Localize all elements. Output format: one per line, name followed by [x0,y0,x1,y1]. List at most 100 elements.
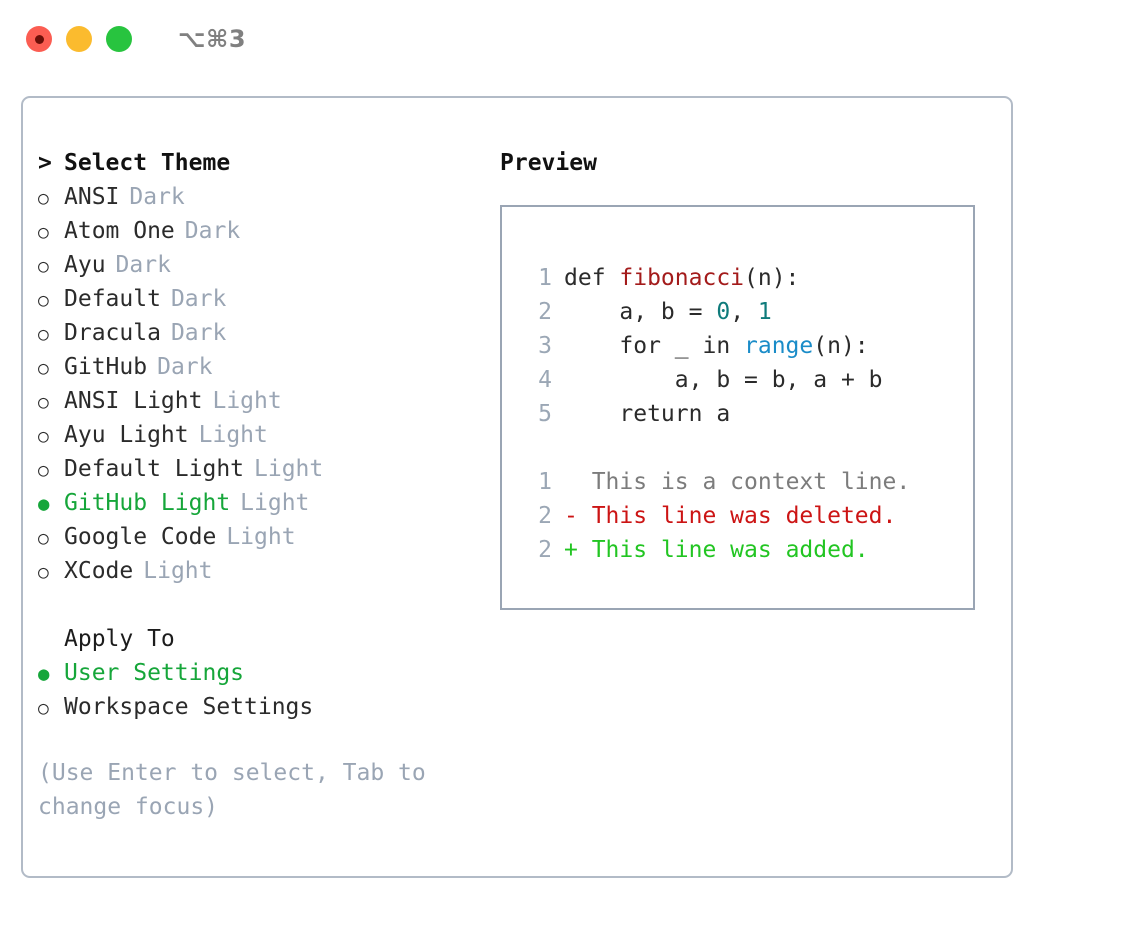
diff-text: This line was added. [577,537,869,563]
minimize-button[interactable] [66,26,92,52]
theme-category: Light [198,422,268,448]
radio-unselected-icon[interactable] [38,248,64,284]
theme-name: ANSI Light [64,388,203,414]
theme-name: Dracula [64,320,161,346]
radio-unselected-icon[interactable] [38,214,64,250]
theme-list-item[interactable]: ANSI Light Light [38,384,478,418]
code-token: fibonacci [619,265,745,291]
diff-line: 2- This line was deleted. [502,499,973,533]
theme-name: Default Light [64,456,245,482]
theme-name: Ayu [64,252,106,278]
code-line-text: a, b = b, a + b [564,363,883,397]
diff-sign: + [564,537,578,563]
radio-unselected-icon[interactable] [38,520,64,556]
apply-to-option[interactable]: User Settings [38,656,478,690]
theme-list-item[interactable]: Google Code Light [38,520,478,554]
select-theme-heading: Select Theme [38,146,478,180]
theme-list-item[interactable]: XCode Light [38,554,478,588]
window-controls [26,26,132,52]
theme-category: Light [143,558,213,584]
line-number: 1 [538,469,552,495]
theme-category: Light [212,388,282,414]
line-number: 1 [538,265,552,291]
line-number: 2 [538,299,552,325]
diff-line: 2 + This line was added. [502,533,973,567]
apply-to-option[interactable]: Workspace Settings [38,690,478,724]
theme-list-item[interactable]: Dracula Dark [38,316,478,350]
theme-name: ANSI [64,184,120,210]
theme-name: XCode [64,558,134,584]
theme-name: Atom One [64,218,175,244]
dialog-frame: Select Theme ANSIDarkAtom OneDarkAyuDark… [21,96,1013,878]
theme-list-item[interactable]: Ayu Dark [38,248,478,282]
theme-category: Light [254,456,324,482]
theme-list: ANSIDarkAtom OneDarkAyuDarkDefaultDarkDr… [38,180,478,588]
radio-selected-icon[interactable] [38,486,64,521]
radio-unselected-icon[interactable] [38,554,64,590]
theme-list-item[interactable]: Default Light Light [38,452,478,486]
code-line-text: return a [564,397,730,431]
theme-category: Light [240,490,310,516]
close-button[interactable] [26,26,52,52]
diff-text: This line was deleted. [577,503,897,529]
theme-selector-panel: Select Theme ANSIDarkAtom OneDarkAyuDark… [38,146,478,824]
code-token: a, b = [564,299,717,325]
radio-unselected-icon[interactable] [38,350,64,386]
radio-unselected-icon[interactable] [38,384,64,420]
code-line-text: a, b = 0, 1 [564,295,772,329]
apply-to-heading: Apply To [38,622,478,656]
theme-category: Light [226,524,296,550]
maximize-button[interactable] [106,26,132,52]
theme-list-item[interactable]: GitHub Light Light [38,486,478,520]
preview-heading: Preview [500,150,597,176]
apply-to-label: User Settings [64,660,245,686]
theme-name: GitHub Light [64,490,231,516]
line-number: 2 [538,537,552,563]
theme-name: Google Code [64,524,217,550]
diff-block: 1 This is a context line.2- This line wa… [502,465,973,567]
diff-sign: - [564,503,578,529]
diff-sign [564,465,578,499]
code-token: return a [564,401,731,427]
code-line-text: def fibonacci(n): [564,261,799,295]
code-line: 4 a, b = b, a + b [502,363,973,397]
radio-unselected-icon[interactable] [38,418,64,454]
code-token: 0 [716,299,731,325]
keyboard-hint: (Use Enter to select, Tab to change focu… [38,760,426,820]
code-token: , [730,299,758,325]
code-token: (n): [744,265,800,291]
theme-list-item[interactable]: ANSI Dark [38,180,478,214]
blank-marker [38,622,64,656]
radio-unselected-icon[interactable] [38,452,64,488]
radio-unselected-icon[interactable] [38,690,64,726]
titlebar: ⌥⌘3 [0,0,1140,78]
theme-name: Default [64,286,161,312]
diff-line: 1 This is a context line. [502,465,973,499]
radio-selected-icon[interactable] [38,656,64,691]
code-line: 5 return a [502,397,973,431]
line-number: 2 [538,503,552,529]
radio-unselected-icon[interactable] [38,316,64,352]
apply-to-list: User SettingsWorkspace Settings [38,656,478,724]
code-line: 2 a, b = 0, 1 [502,295,973,329]
code-token: def [564,265,620,291]
theme-category: Dark [170,320,227,346]
line-number: 5 [538,401,552,427]
spacer [38,588,478,622]
code-line: 3 for _ in range(n): [502,329,973,363]
radio-unselected-icon[interactable] [38,282,64,318]
radio-unselected-icon[interactable] [38,180,64,216]
theme-category: Dark [115,252,171,278]
code-token: 1 [757,299,772,325]
line-number: 3 [538,333,552,359]
spacer [502,431,973,465]
theme-category: Dark [129,184,185,210]
